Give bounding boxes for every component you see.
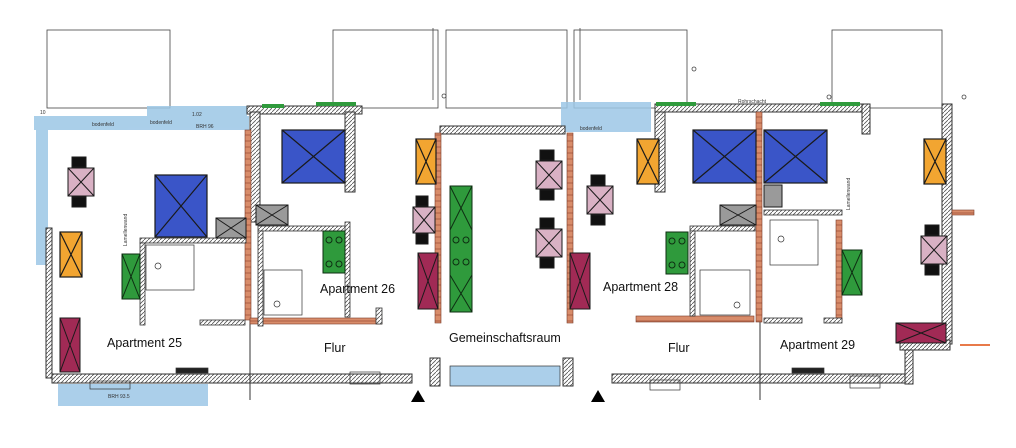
entrance-arrows [411, 390, 605, 402]
entrance-arrow-right-icon [591, 390, 605, 402]
room-label-apartment-26: Apartment 26 [320, 282, 396, 296]
annotation-dim-102: 1.02 [192, 112, 202, 118]
sofa-blocks [59, 252, 947, 373]
wardrobe-blocks [59, 138, 947, 278]
room-label-apartment-29: Apartment 29 [780, 338, 856, 352]
annotation-lamellenwand-1: Lamellenwand [123, 213, 129, 246]
entrance-arrow-left-icon [411, 390, 425, 402]
appliance-blocks [215, 184, 783, 239]
balconies [46, 28, 967, 109]
annotation-bodenfeld-3: bodenfeld [580, 126, 602, 132]
annotation-rohrschacht: Rohrschacht [738, 99, 767, 105]
fixtures [89, 219, 881, 391]
room-label-flur-left: Flur [324, 341, 346, 355]
room-label-flur-right: Flur [668, 341, 690, 355]
interior-walls [139, 209, 843, 327]
room-label-apartment-28: Apartment 28 [603, 280, 679, 294]
dining-chairs [67, 149, 948, 276]
annotation-brh-top: BRH 96 [196, 124, 214, 130]
bed-blocks [154, 129, 828, 238]
room-label-apartment-25: Apartment 25 [107, 336, 183, 350]
annotation-lamellenwand-2: Lamellenwand [846, 177, 852, 210]
floor-heating-zones [34, 102, 651, 406]
annotation-bodenfeld-2: bodenfeld [150, 120, 172, 126]
annotation-bodenfeld-1: bodenfeld [92, 122, 114, 128]
window-strips [262, 102, 860, 108]
room-label-common-room: Gemeinschaftsraum [449, 331, 561, 345]
annotation-dim-10: 10 [40, 110, 46, 116]
kitchen-blocks [121, 185, 863, 313]
annotation-brh-bottom: BRH 93.5 [108, 394, 130, 400]
